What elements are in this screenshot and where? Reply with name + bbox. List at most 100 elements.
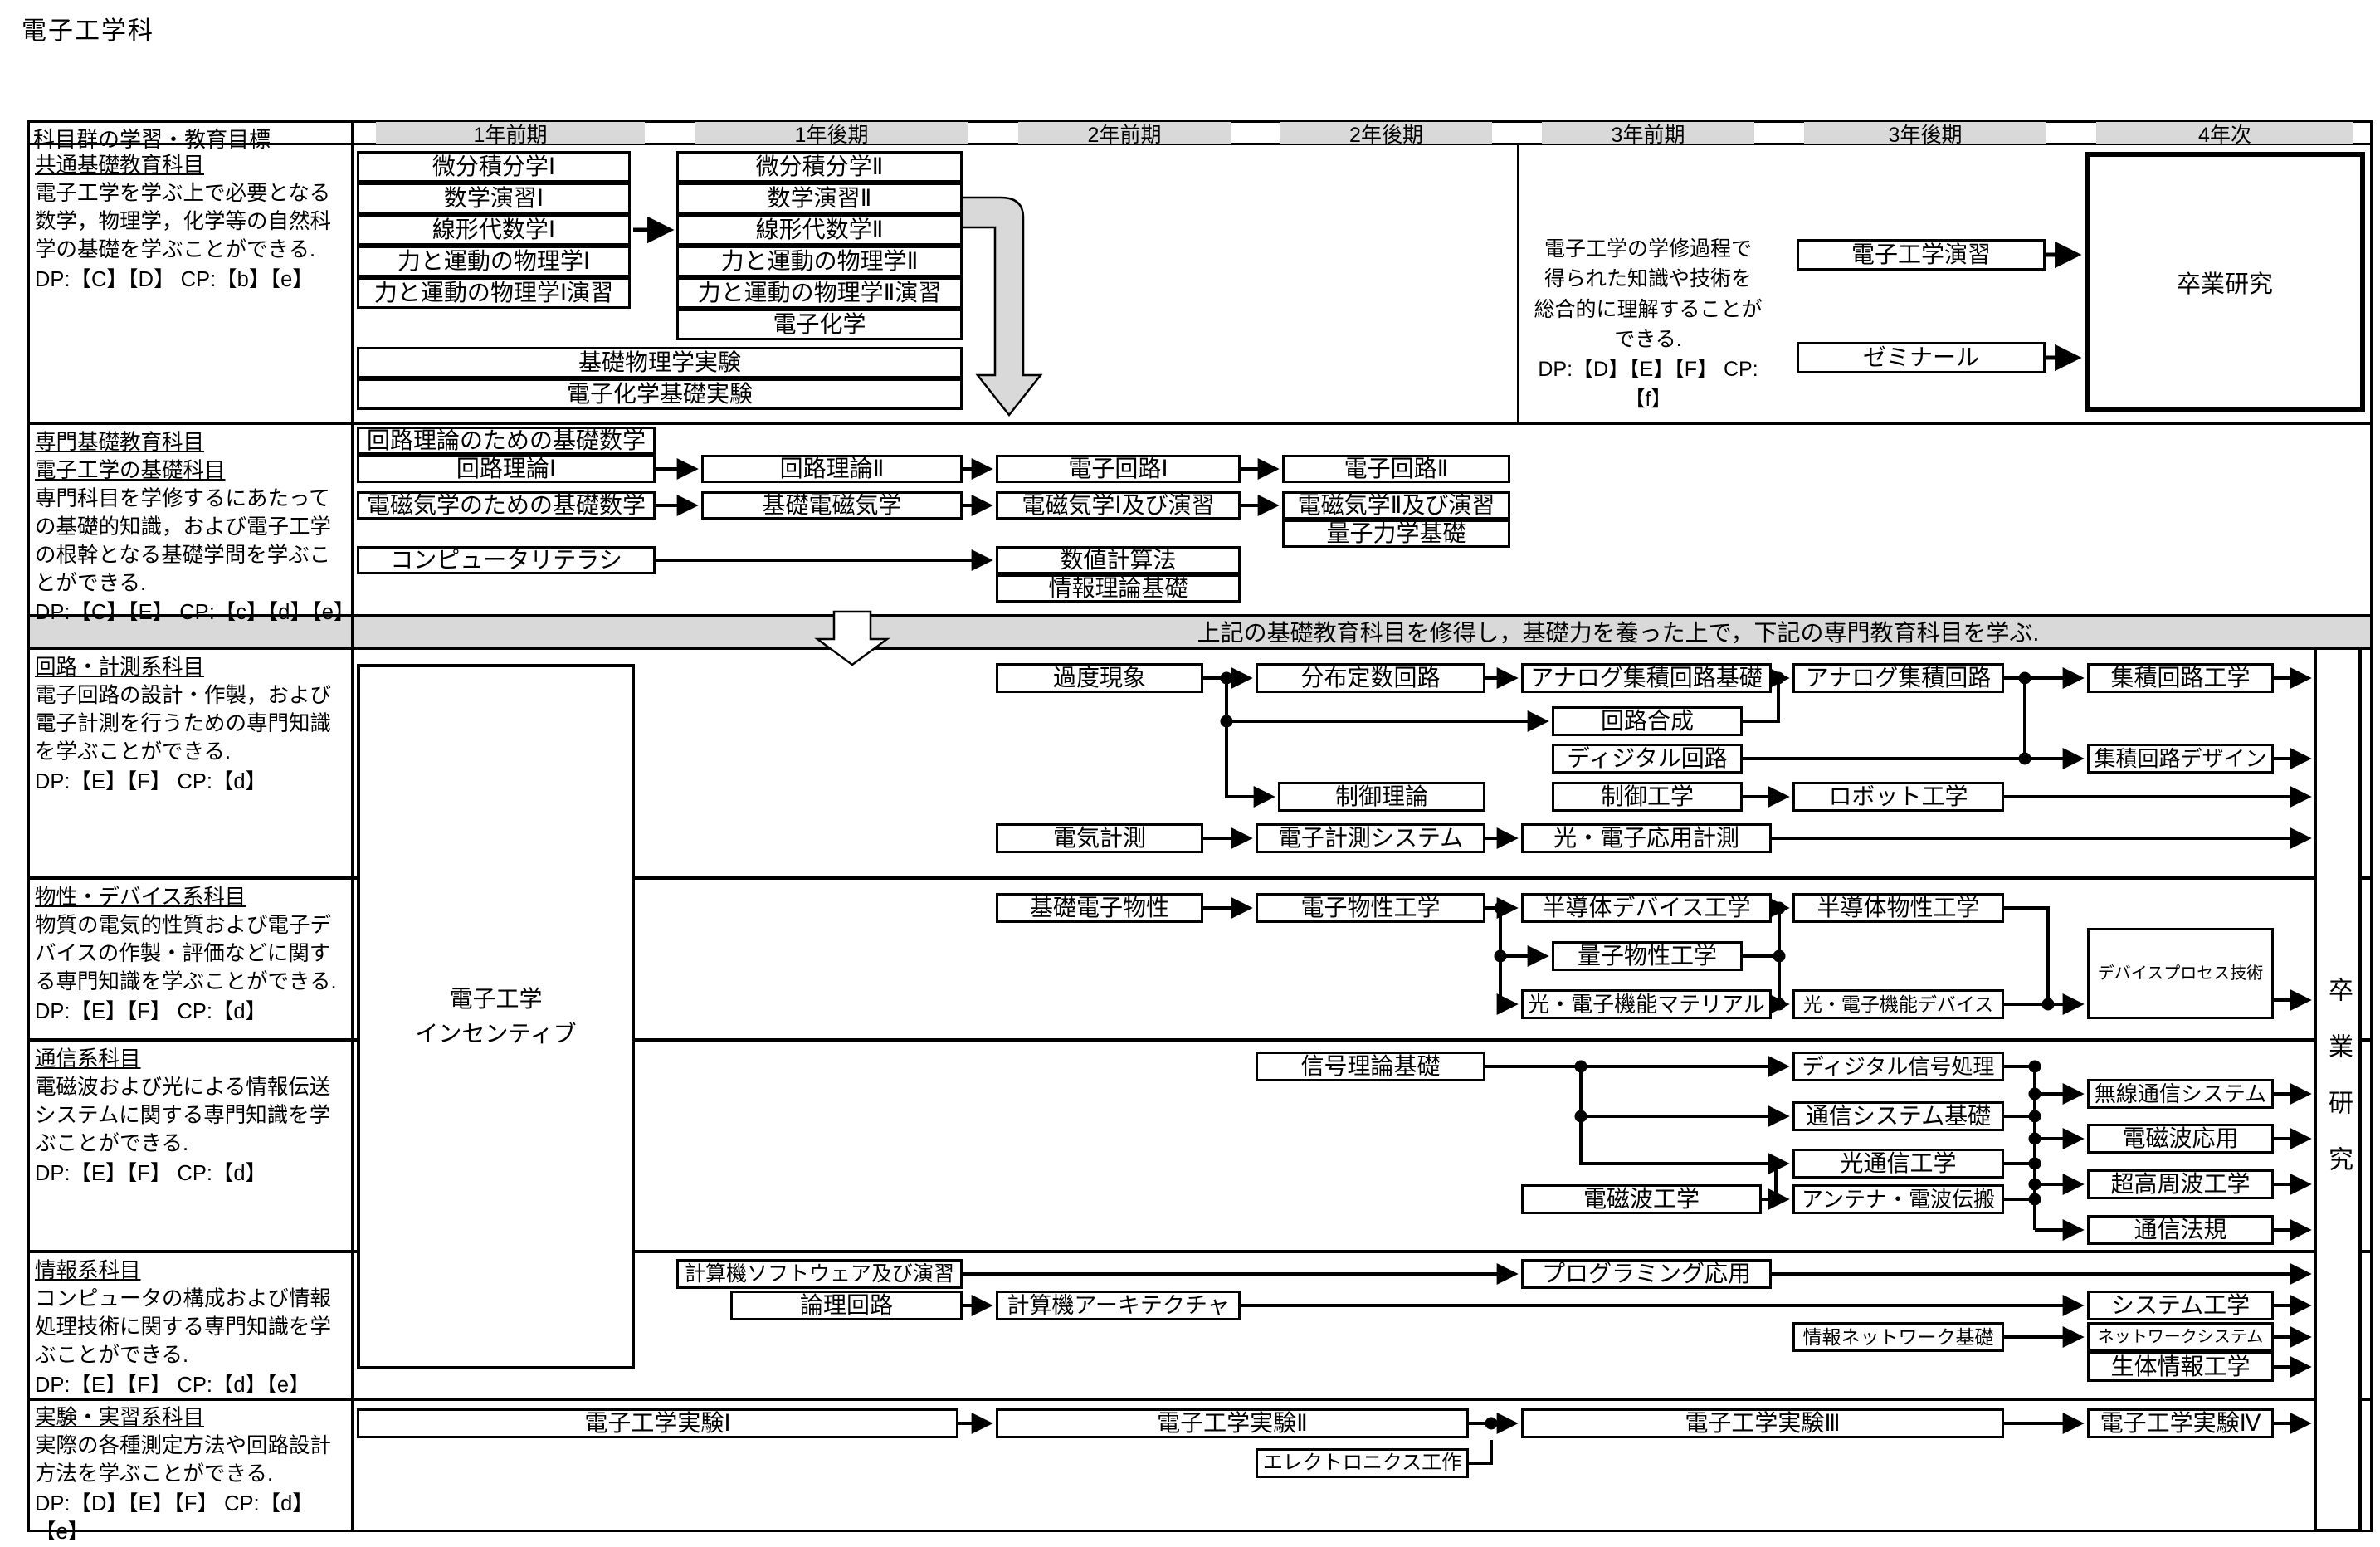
group-title: 実験・実習系科目 bbox=[35, 1406, 205, 1429]
course-box-59: 通信法規 bbox=[2087, 1215, 2274, 1245]
course-box-38: ロボット工学 bbox=[1792, 782, 2004, 812]
group-body: 物質の電気的性質および電子デバイスの作製・評価などに関する専門知識を学ぶことがで… bbox=[35, 913, 337, 993]
course-box-1: 数学演習Ⅰ bbox=[357, 183, 631, 214]
graduation-bar-label: 卒業研究 bbox=[2324, 976, 2352, 1203]
course-box-30: アナログ集積回路基礎 bbox=[1521, 663, 1772, 693]
group-dp: DP:【E】【F】 CP:【d】 bbox=[35, 999, 267, 1023]
graduation-research-box: 卒業研究 bbox=[2085, 152, 2365, 412]
course-box-6: 数学演習Ⅱ bbox=[676, 183, 963, 214]
course-box-35: 集積回路デザイン bbox=[2087, 744, 2274, 774]
transition-band-text: 上記の基礎教育科目を修得し，基礎力を養った上で，下記の専門教育科目を学ぶ. bbox=[1197, 620, 2040, 646]
group-body: コンピュータの構成および情報処理技術に関する専門知識を学ぶことができる. bbox=[35, 1286, 332, 1367]
group-title: 共通基礎教育科目 bbox=[35, 154, 205, 177]
course-box-18: コンピュータリテラシ bbox=[357, 546, 656, 574]
course-box-69: 電子工学実験Ⅱ bbox=[996, 1408, 1469, 1438]
course-box-23: 数値計算法 bbox=[996, 546, 1241, 574]
group-body: 実際の各種測定方法や回路設計方法を学ぶことができる. bbox=[35, 1433, 332, 1486]
header-1s: 1年後期 bbox=[695, 122, 968, 147]
course-box-50: 信号理論基礎 bbox=[1256, 1052, 1485, 1081]
header-4y: 4年次 bbox=[2096, 122, 2353, 147]
course-box-72: 電子工学実験Ⅳ bbox=[2087, 1408, 2274, 1438]
course-box-52: 通信システム基礎 bbox=[1792, 1101, 2004, 1131]
course-box-71: 電子工学実験Ⅲ bbox=[1521, 1408, 2004, 1438]
course-box-58: 超高周波工学 bbox=[2087, 1169, 2274, 1199]
goal-cell-common: 共通基礎教育科目 電子工学を学ぶ上で必要となる数学，物理学，化学等の自然科学の基… bbox=[35, 152, 345, 295]
header-goal-label: 科目群の学習・教育目標 bbox=[33, 127, 271, 152]
goal-cell-joho: 情報系科目 コンピュータの構成および情報処理技術に関する専門知識を学ぶことができ… bbox=[35, 1257, 345, 1400]
header-3s: 3年後期 bbox=[1804, 122, 2046, 147]
course-box-63: 計算機アーキテクチャ bbox=[996, 1291, 1241, 1320]
course-box-44: 半導体デバイス工学 bbox=[1521, 893, 1772, 923]
course-box-43: 電子物性工学 bbox=[1256, 893, 1485, 923]
course-box-27: 量子力学基礎 bbox=[1282, 520, 1510, 548]
band-down-arrow-icon bbox=[814, 610, 890, 666]
course-box-68: 電子工学実験Ⅰ bbox=[357, 1408, 958, 1438]
group-body: 電磁波および光による情報伝送システムに関する専門知識を学ぶことができる. bbox=[35, 1075, 331, 1155]
header-2s: 2年後期 bbox=[1280, 122, 1492, 147]
row-divider-3 bbox=[27, 876, 2373, 880]
group-title: 専門基礎教育科目 bbox=[35, 431, 205, 454]
course-box-22: 電磁気学Ⅰ及び演習 bbox=[996, 491, 1241, 520]
group-dp: DP:【E】【F】 CP:【d】【e】 bbox=[35, 1373, 310, 1397]
course-box-53: 光通信工学 bbox=[1792, 1149, 2004, 1179]
course-box-41: 光・電子応用計測 bbox=[1521, 823, 1772, 853]
course-box-4: 力と運動の物理学Ⅰ演習 bbox=[357, 277, 631, 309]
edges bbox=[633, 216, 2312, 1465]
course-box-36: 制御理論 bbox=[1278, 782, 1485, 812]
course-box-60: 計算機ソフトウェア及び演習 bbox=[676, 1259, 963, 1289]
group-dp: DP:【D】【E】【F】 CP:【d】【e】 bbox=[35, 1491, 314, 1544]
course-box-56: 無線通信システム bbox=[2087, 1079, 2274, 1109]
course-box-32: 集積回路工学 bbox=[2087, 663, 2274, 693]
group-body: 電子回路の設計・作製，および電子計測を行うための専門知識を学ぶことができる. bbox=[35, 683, 332, 764]
course-box-54: 電磁波工学 bbox=[1521, 1184, 1762, 1214]
header-3f: 3年前期 bbox=[1542, 122, 1754, 147]
course-box-29: 分布定数回路 bbox=[1256, 663, 1485, 693]
course-box-37: 制御工学 bbox=[1552, 782, 1743, 812]
course-box-46: 量子物性工学 bbox=[1552, 941, 1743, 971]
row-divider-2 bbox=[27, 614, 2373, 617]
goal-cell-tsushin: 通信系科目 電磁波および光による情報伝送システムに関する専門知識を学ぶことができ… bbox=[35, 1046, 345, 1188]
group-dp: DP:【C】【E】 CP:【c】【d】【e】 bbox=[35, 601, 355, 625]
course-box-33: 回路合成 bbox=[1552, 706, 1743, 736]
course-box-19: 回路理論Ⅱ bbox=[701, 455, 963, 483]
group-dp: DP:【E】【F】 CP:【d】 bbox=[35, 1161, 267, 1185]
course-box-2: 線形代数学Ⅰ bbox=[357, 214, 631, 246]
page-title: 電子工学科 bbox=[22, 17, 154, 45]
course-box-9: 力と運動の物理学Ⅱ演習 bbox=[676, 277, 963, 309]
header-1f: 1年前期 bbox=[376, 122, 645, 147]
goal-cell-kairo-keisoku: 回路・計測系科目 電子回路の設計・作製，および電子計測を行うための専門知識を学ぶ… bbox=[35, 654, 345, 797]
course-box-10: 電子化学 bbox=[676, 309, 963, 340]
course-box-21: 電子回路Ⅰ bbox=[996, 455, 1241, 483]
course-box-24: 情報理論基礎 bbox=[996, 574, 1241, 603]
year3-note: 電子工学の学修過程で 得られた知識や技術を 総合的に理解することが できる. D… bbox=[1534, 237, 1763, 412]
course-box-20: 基礎電磁気学 bbox=[701, 491, 963, 520]
course-box-0: 微分積分学Ⅰ bbox=[357, 151, 631, 183]
group-title: 情報系科目 bbox=[35, 1259, 141, 1282]
graduation-research-bar: 卒業研究 bbox=[2314, 647, 2362, 1532]
course-box-7: 線形代数学Ⅱ bbox=[676, 214, 963, 246]
course-box-65: 情報ネットワーク基礎 bbox=[1792, 1322, 2004, 1352]
goal-column-divider bbox=[351, 120, 354, 1532]
row1-year3-divider bbox=[1517, 145, 1519, 423]
row-divider-6 bbox=[27, 1398, 2373, 1401]
course-box-13: 電子工学演習 bbox=[1797, 239, 2046, 271]
row-divider-5 bbox=[27, 1250, 2373, 1253]
table-frame bbox=[27, 120, 2373, 1532]
group-title: 通信系科目 bbox=[35, 1047, 141, 1071]
junction-dots bbox=[1220, 671, 2055, 1430]
course-box-57: 電磁波応用 bbox=[2087, 1124, 2274, 1154]
course-box-12: 電子化学基礎実験 bbox=[357, 378, 963, 410]
group-body: 電子工学を学ぶ上で必要となる数学，物理学，化学等の自然科学の基礎を学ぶことができ… bbox=[35, 181, 332, 261]
course-box-40: 電子計測システム bbox=[1256, 823, 1485, 853]
transition-band bbox=[30, 617, 2370, 647]
goal-cell-bussei-device: 物性・デバイス系科目 物質の電気的性質および電子デバイスの作製・評価などに関する… bbox=[35, 884, 345, 1027]
row-divider-1 bbox=[27, 422, 2373, 425]
course-box-55: アンテナ・電波伝搬 bbox=[1792, 1184, 2004, 1214]
course-box-62: 論理回路 bbox=[730, 1291, 963, 1320]
course-box-70: エレクトロニクス工作 bbox=[1256, 1448, 1469, 1478]
course-box-15: 回路理論のための基礎数学 bbox=[357, 427, 656, 455]
band-bottom-line bbox=[27, 647, 2373, 650]
course-box-31: アナログ集積回路 bbox=[1792, 663, 2004, 693]
